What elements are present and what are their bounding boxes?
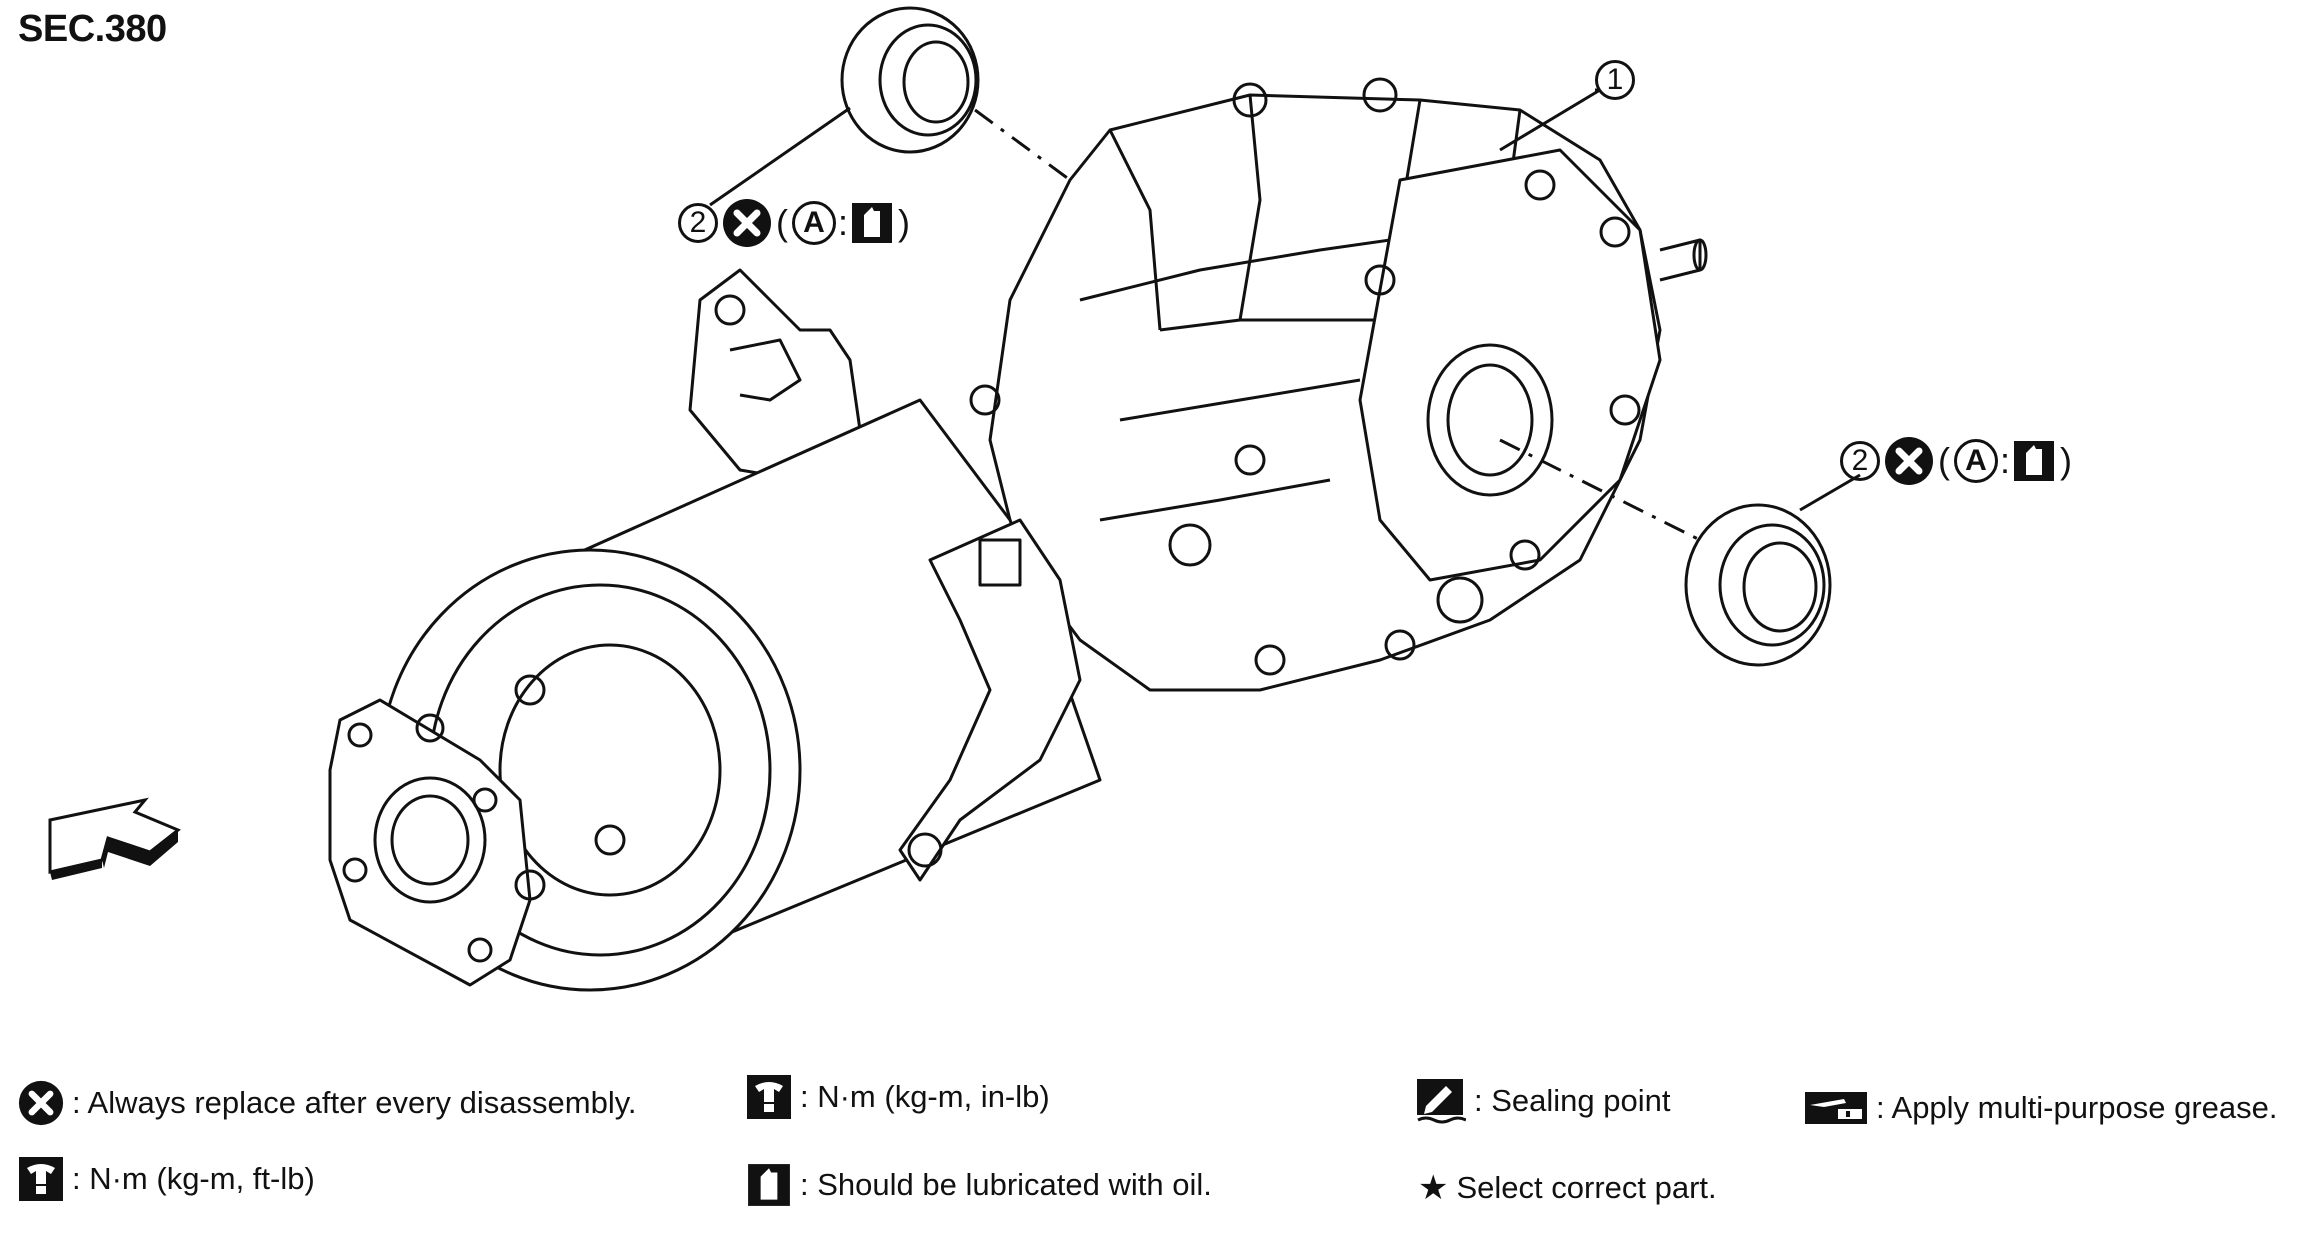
oil-can-icon	[852, 203, 893, 243]
companion-flange	[328, 674, 626, 987]
part-2-callout-top: 2 ( A : )	[678, 198, 914, 248]
oil-seal-right	[1499, 438, 1861, 667]
part-number-2: 2	[678, 203, 718, 243]
legend-torque-in-lb: : N·m (kg-m, in-lb)	[746, 1074, 1050, 1120]
oil-can-icon	[2014, 441, 2055, 481]
replace-icon	[18, 1080, 64, 1126]
reference-letter-a: A	[792, 201, 836, 245]
sealing-point-icon	[1417, 1079, 1466, 1124]
legend-replace: : Always replace after every disassembly…	[18, 1080, 637, 1126]
legend-torque-ft-lb: : N·m (kg-m, ft-lb)	[18, 1156, 315, 1202]
part-1-callout: 1	[1595, 60, 1635, 100]
legend-oil: : Should be lubricated with oil.	[746, 1162, 1212, 1208]
front-arrow-icon	[48, 797, 181, 880]
grease-gun-icon	[1805, 1092, 1867, 1124]
replace-icon	[723, 199, 771, 247]
part-number-2: 2	[1840, 441, 1880, 481]
oil-seal-top	[840, 6, 980, 154]
star-icon: ★	[1418, 1169, 1449, 1207]
legend-grease: : Apply multi-purpose grease.	[1804, 1090, 2278, 1126]
torque-wrench-icon	[747, 1075, 791, 1119]
reference-letter-a: A	[1954, 439, 1998, 483]
torque-wrench-icon	[19, 1157, 63, 1201]
replace-icon	[1885, 437, 1933, 485]
legend-sealing: : Sealing point	[1416, 1078, 1670, 1124]
section-label: SEC.380	[18, 8, 167, 50]
part-number-1: 1	[1595, 60, 1635, 100]
part-2-callout-right: 2 ( A : )	[1840, 436, 2076, 486]
drive-drum	[378, 398, 1102, 992]
legend-select: ★ Select correct part.	[1418, 1169, 1717, 1207]
oil-can-icon	[748, 1164, 790, 1206]
final-drive-housing	[969, 77, 1708, 692]
